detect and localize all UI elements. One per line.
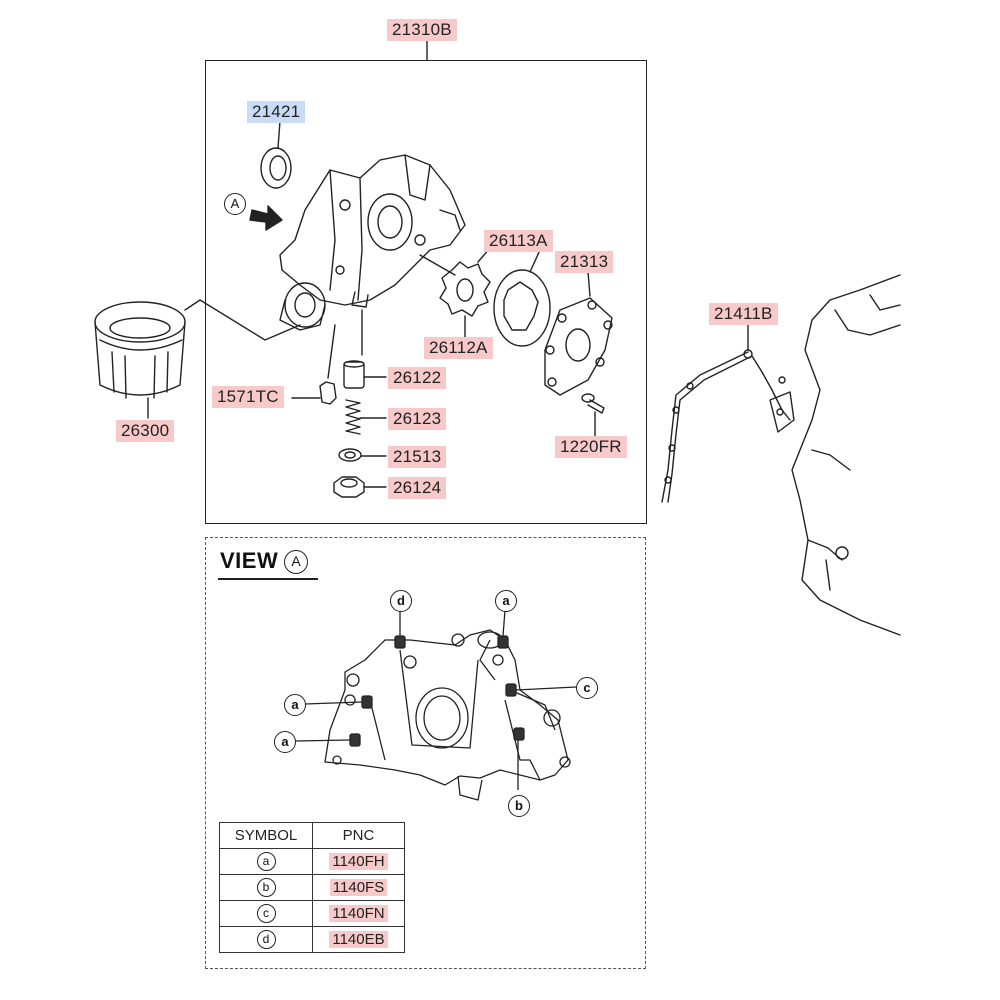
callout-d: d <box>390 590 412 612</box>
part-label-21313[interactable]: 21313 <box>555 251 614 273</box>
part-label-26112a[interactable]: 26112A <box>424 337 493 359</box>
table-row: d 1140EB <box>219 926 405 953</box>
part-label-26300[interactable]: 26300 <box>116 420 175 442</box>
part-label-21310b[interactable]: 21310B <box>387 19 457 41</box>
view-a-frame <box>205 537 646 969</box>
relief-spring-drawing <box>345 399 361 435</box>
part-label-1220fr[interactable]: 1220FR <box>555 436 627 458</box>
part-label-21411b[interactable]: 21411B <box>709 303 778 325</box>
callout-a-low: a <box>274 731 296 753</box>
symbol-pnc-table: SYMBOL PNC a 1140FH b 1140FS c 1140FN d … <box>219 822 405 953</box>
leader-21421 <box>277 120 281 149</box>
table-row: c 1140FN <box>219 900 405 927</box>
part-label-26124[interactable]: 26124 <box>388 477 447 499</box>
symbol-cell: a <box>256 852 276 871</box>
inner-rotor-drawing <box>439 261 491 317</box>
part-label-21513[interactable]: 21513 <box>388 446 447 468</box>
view-title-text: VIEW <box>220 548 279 573</box>
outer-rotor-drawing <box>493 269 551 347</box>
oil-pump-drawing <box>279 154 466 331</box>
plug-nut-drawing <box>333 476 365 498</box>
arrow-marker-a: A <box>224 193 246 215</box>
table-header-pnc: PNC <box>312 822 405 849</box>
gasket-drawing <box>661 349 795 503</box>
callout-c: c <box>576 677 598 699</box>
view-title-underline <box>218 578 318 580</box>
screw-drawing <box>581 393 605 414</box>
view-a-pump-drawing <box>294 609 577 801</box>
gasket-washer-drawing <box>338 448 362 462</box>
pump-cover-drawing <box>544 297 613 396</box>
callout-a-mid: a <box>284 694 306 716</box>
plug-1571tc-drawing <box>319 381 337 405</box>
view-marker: A <box>284 550 309 574</box>
relief-plunger-drawing <box>343 360 365 389</box>
symbol-cell: d <box>256 930 276 949</box>
table-row: a 1140FH <box>219 848 405 875</box>
part-label-26122[interactable]: 26122 <box>388 367 447 389</box>
exploded-view-frame <box>205 60 647 524</box>
table-header-symbol: SYMBOL <box>219 822 313 849</box>
engine-block-drawing <box>791 274 901 636</box>
callout-b: b <box>508 795 530 817</box>
part-label-26113a[interactable]: 26113A <box>484 230 553 252</box>
table-row: b 1140FS <box>219 874 405 901</box>
symbol-cell: c <box>256 904 276 923</box>
pnc-cell[interactable]: 1140FS <box>329 879 388 896</box>
part-label-21421[interactable]: 21421 <box>247 101 306 123</box>
view-arrow <box>249 205 283 231</box>
part-label-26123[interactable]: 26123 <box>388 408 447 430</box>
oil-seal-drawing <box>260 147 292 189</box>
callout-a-top: a <box>495 590 517 612</box>
pnc-cell[interactable]: 1140EB <box>329 931 388 948</box>
pnc-cell[interactable]: 1140FN <box>329 905 388 922</box>
oil-filter-drawing <box>94 301 186 399</box>
pnc-cell[interactable]: 1140FH <box>329 853 388 870</box>
part-label-1571tc[interactable]: 1571TC <box>212 386 284 408</box>
symbol-cell: b <box>256 878 276 897</box>
